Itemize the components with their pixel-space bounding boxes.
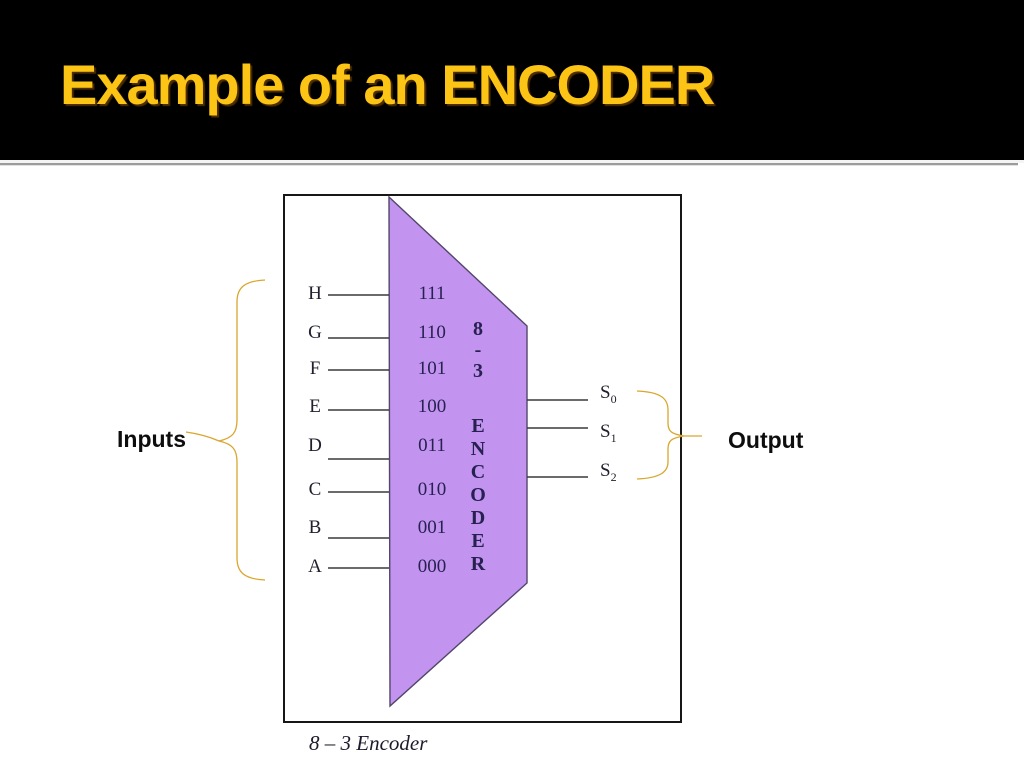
input-code: 100: [417, 396, 447, 417]
encoder-label-8-3: 8 - 3: [465, 319, 491, 382]
diagram-frame: [283, 194, 682, 723]
output-label-base: S: [600, 382, 611, 403]
input-label: H: [308, 283, 322, 304]
input-label: A: [308, 556, 322, 577]
encoder-label-char: E: [471, 530, 485, 552]
output-label-base: S: [600, 421, 611, 442]
outputs-brace: [636, 390, 685, 480]
input-code: 001: [417, 517, 447, 538]
input-code: 101: [417, 358, 447, 379]
encoder-label-char: E: [471, 415, 485, 437]
output-label: S2: [600, 460, 634, 488]
input-label: D: [308, 435, 322, 456]
encoder-label-char: 8: [473, 318, 483, 340]
output-label-base: S: [600, 460, 611, 481]
input-code: 111: [418, 283, 446, 304]
encoder-label-char: C: [470, 461, 486, 483]
input-label: G: [308, 322, 322, 343]
encoder-label-encoder: E N C O D E R: [465, 415, 491, 576]
encoder-label-char: O: [470, 484, 486, 506]
input-code: 010: [417, 479, 447, 500]
output-label: S0: [600, 382, 634, 410]
output-label-sub: 2: [610, 469, 617, 484]
slide-title: Example of an ENCODER: [60, 53, 715, 116]
input-label: B: [308, 517, 322, 538]
header-gap: [0, 160, 1024, 163]
input-label: E: [309, 396, 321, 417]
encoder-label-char: N: [470, 438, 486, 460]
input-label: C: [308, 479, 322, 500]
output-label-sub: 1: [610, 430, 617, 445]
output-label-sub: 0: [610, 391, 617, 406]
encoder-label-char: -: [474, 339, 482, 361]
diagram-caption: 8 – 3 Encoder: [309, 731, 428, 755]
header-separator-line: [0, 163, 1018, 166]
input-label: F: [309, 358, 321, 379]
output-label: S1: [600, 421, 634, 449]
encoder-label-char: D: [470, 507, 486, 529]
title-band: [0, 0, 1024, 160]
output-label-text: Output: [728, 427, 804, 453]
input-code: 110: [418, 322, 446, 343]
inputs-brace: [218, 279, 266, 581]
input-code: 011: [418, 435, 446, 456]
inputs-label: Inputs: [117, 426, 186, 452]
inputs-brace-connector: [185, 431, 220, 442]
encoder-label-char: 3: [473, 360, 483, 382]
encoder-trapezoid: [388, 195, 528, 708]
input-code: 000: [417, 556, 447, 577]
encoder-label-char: R: [470, 553, 486, 575]
